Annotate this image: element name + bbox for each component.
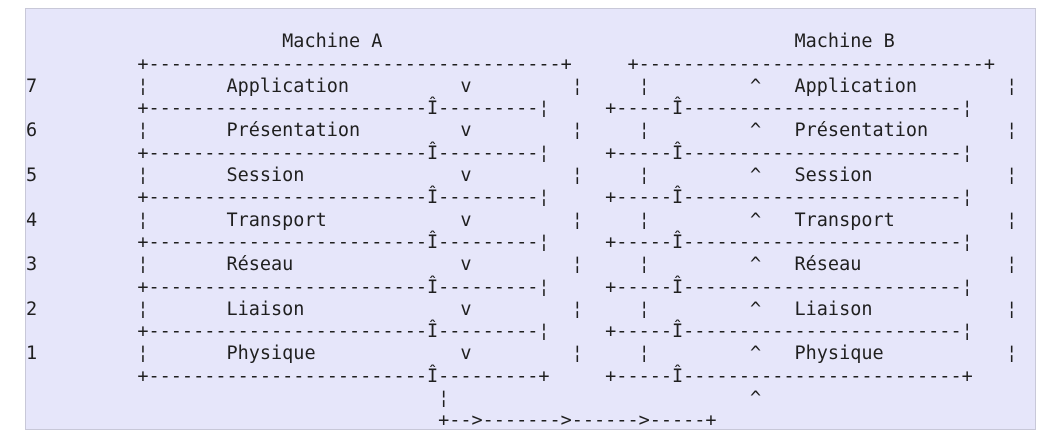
diagram-line: 4 ¦ Transport v ¦ ¦ ^ Transport ¦ bbox=[26, 209, 1018, 231]
diagram-line: 5 ¦ Session v ¦ ¦ ^ Session ¦ bbox=[26, 165, 1018, 187]
diagram-line: +-------------------------Î---------+ +-… bbox=[26, 365, 973, 387]
diagram-line: +-------------------------Î---------¦ +-… bbox=[26, 142, 973, 164]
diagram-line: 1 ¦ Physique v ¦ ¦ ^ Physique ¦ bbox=[26, 343, 1018, 365]
diagram-line: ¦ ^ bbox=[26, 388, 762, 410]
diagram-line: 3 ¦ Réseau v ¦ ¦ ^ Réseau ¦ bbox=[26, 254, 1018, 276]
diagram-line: 7 ¦ Application v ¦ ¦ ^ Application ¦ bbox=[26, 75, 1018, 97]
osi-model-diagram: Machine A Machine B +-------------------… bbox=[25, 8, 1036, 433]
diagram-line: +-------------------------------------+ … bbox=[26, 53, 996, 75]
ascii-diagram: Machine A Machine B +-------------------… bbox=[26, 9, 1017, 433]
diagram-line: +-------------------------Î---------¦ +-… bbox=[26, 321, 973, 343]
diagram-line: +-------------------------Î---------¦ +-… bbox=[26, 98, 973, 120]
diagram-line: Machine A Machine B bbox=[26, 31, 895, 53]
diagram-line: +-------------------------Î---------¦ +-… bbox=[26, 231, 973, 253]
diagram-line: +-------------------------Î---------¦ +-… bbox=[26, 276, 973, 298]
diagram-line: 2 ¦ Liaison v ¦ ¦ ^ Liaison ¦ bbox=[26, 298, 1018, 320]
diagram-line: +-->------->------>-----+ bbox=[26, 410, 717, 432]
diagram-line: +-------------------------Î---------¦ +-… bbox=[26, 187, 973, 209]
diagram-line: 6 ¦ Présentation v ¦ ¦ ^ Présentation ¦ bbox=[26, 120, 1018, 142]
